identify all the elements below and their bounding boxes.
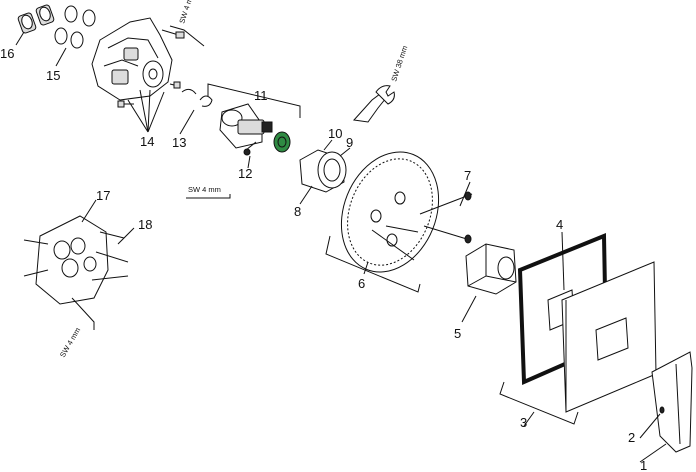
part-3-cover-plate — [561, 261, 657, 413]
callout-8: 8 — [294, 204, 301, 219]
part-12-screw — [243, 141, 257, 156]
callout-15: 15 — [46, 68, 60, 83]
callout-2: 2 — [628, 430, 635, 445]
part-17-body-lower — [23, 215, 129, 305]
callout-13: 13 — [172, 135, 186, 150]
wrench-38mm: SW 38 mm — [353, 45, 409, 123]
callout-4: 4 — [556, 217, 563, 232]
callout-17: 17 — [96, 188, 110, 203]
callout-12: 12 — [238, 166, 252, 181]
tool-label-sw4-top: SW 4 mm — [177, 0, 196, 25]
part-1-lever-handle — [651, 351, 693, 453]
tool-label-sw38: SW 38 mm — [389, 45, 409, 83]
part-11-cartridge — [219, 103, 291, 153]
callout-7: 7 — [464, 168, 471, 183]
part-14-basic-body — [91, 17, 185, 108]
callout-1: 1 — [640, 458, 647, 472]
part-13-circlip — [181, 88, 213, 107]
callout-14: 14 — [140, 134, 154, 149]
callout-5: 5 — [454, 326, 461, 341]
tool-label-sw4-left: SW 4 mm — [58, 326, 82, 359]
tool-label-sw4-mid: SW 4 mm — [188, 185, 221, 194]
callout-3: 3 — [520, 415, 527, 430]
part-8-9-10-sleeve — [299, 149, 347, 193]
hex-key-left: SW 4 mm — [58, 297, 95, 359]
hex-key-top: SW 4 mm — [169, 0, 205, 47]
hex-key-middle: SW 4 mm — [186, 185, 231, 199]
part-16-nuts — [17, 4, 55, 34]
callout-6: 6 — [358, 276, 365, 291]
callout-11: 11 — [254, 88, 268, 103]
callout-9: 9 — [346, 135, 353, 150]
part-5-adapter — [465, 243, 517, 295]
callout-18: 18 — [138, 217, 152, 232]
callout-10: 10 — [328, 126, 342, 141]
callout-16: 16 — [0, 46, 14, 61]
part-15-o-rings — [54, 5, 96, 49]
